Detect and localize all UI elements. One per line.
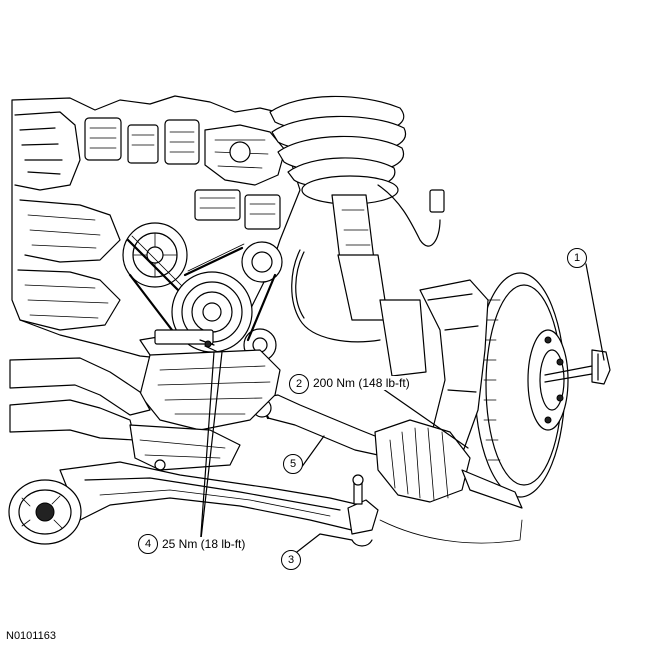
lower-control-arm: [8, 461, 379, 547]
callout-2-torque: 200 Nm (148 lb-ft): [311, 376, 412, 390]
callout-2-number: 2: [289, 374, 309, 394]
outline-curve: [379, 519, 523, 544]
crossmember: [9, 357, 241, 471]
callout-5-number: 5: [283, 454, 303, 474]
callout-1-number: 1: [567, 248, 587, 268]
hub-rotor-assembly: [419, 272, 611, 498]
figure-id: N0101163: [6, 630, 56, 642]
mounting-bolts: [199, 339, 219, 353]
callout-4-torque: 25 Nm (18 lb-ft): [160, 537, 248, 551]
engine-assembly: [11, 95, 301, 362]
strut-assembly: [269, 95, 445, 377]
halfshaft: [252, 394, 523, 509]
callout-3-number: 3: [281, 550, 301, 570]
callout-4-number: 4: [138, 534, 158, 554]
